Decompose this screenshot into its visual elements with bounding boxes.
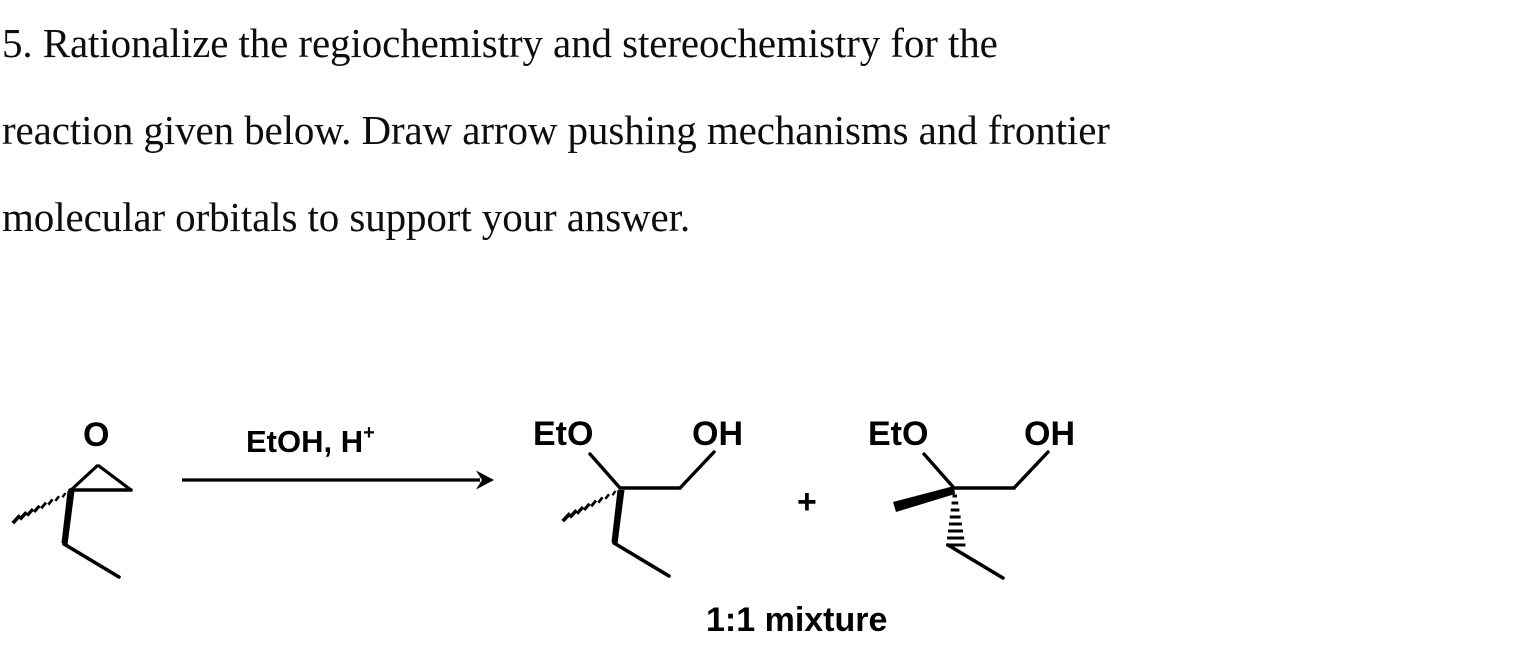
- reaction-scheme: O: [0, 390, 1530, 656]
- reactant-structure: O: [0, 390, 190, 620]
- product-1-etho-label: EtO: [533, 415, 594, 453]
- reagent-text: EtOH, H: [246, 424, 364, 459]
- reagent-conditions-label: EtOH, H+: [246, 418, 375, 457]
- question-line-2: reaction given below. Draw arrow pushing…: [2, 107, 1110, 153]
- plus-symbol: +: [797, 483, 817, 521]
- hashed-wedge-methyl: [561, 490, 617, 523]
- product-2-etho-label: EtO: [868, 415, 929, 453]
- product-1-structure: EtO OH: [528, 390, 778, 600]
- reaction-arrow-icon: [182, 470, 494, 490]
- product-1-skeleton: [561, 450, 716, 578]
- reaction-arrow-group: EtOH, H+: [178, 390, 508, 510]
- product-2-structure: EtO OH: [862, 390, 1112, 600]
- mixture-caption: 1:1 mixture: [706, 601, 888, 639]
- product-2-oh-label: OH: [1024, 415, 1075, 453]
- epoxide-skeleton: [11, 464, 133, 579]
- hashed-wedge-ethyl: [946, 494, 966, 547]
- product-2-skeleton: [893, 450, 1050, 580]
- bold-wedge-ethyl: [611, 490, 625, 544]
- hashed-wedge-methyl: [11, 492, 67, 525]
- proton-charge-superscript: +: [363, 422, 375, 444]
- bold-wedge-ethyl: [61, 491, 75, 545]
- product-1-oh-label: OH: [692, 415, 743, 453]
- bold-wedge-methyl: [893, 486, 955, 512]
- question-line-3: molecular orbitals to support your answe…: [2, 194, 691, 240]
- question-prompt: 5. Rationalize the regiochemistry and st…: [2, 0, 1530, 261]
- epoxide-oxygen-label: O: [83, 416, 110, 454]
- question-line-1: 5. Rationalize the regiochemistry and st…: [2, 20, 998, 66]
